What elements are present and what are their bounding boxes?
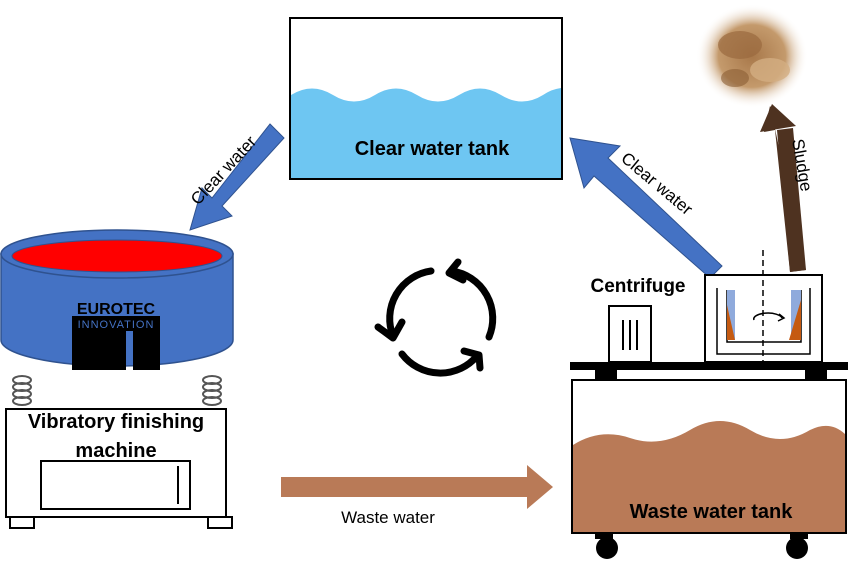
waste-water-tank: Waste water tank [571, 379, 847, 559]
clear-water-arrow-left: Clear water [187, 123, 285, 231]
svg-text:INNOVATION: INNOVATION [78, 319, 155, 331]
centrifuge: Centrifuge [570, 250, 848, 381]
wheel-right [786, 537, 808, 559]
clear-water-arrow-right: Clear water [569, 137, 723, 279]
centrifuge-label: Centrifuge [591, 276, 686, 297]
sludge-arrow: Sludge [760, 104, 816, 272]
waste-water-tank-label: Waste water tank [630, 501, 794, 523]
vibratory-finishing-machine: EUROTEC INNOVATION Vibratory finishing m… [0, 229, 234, 529]
waste-water-arrow: Waste water [281, 465, 553, 527]
clear-water-tank: Clear water tank [289, 17, 563, 180]
clear-water-tank-label: Clear water tank [355, 138, 510, 160]
sludge-pile-image [696, 4, 808, 108]
wheel-left [596, 537, 618, 559]
eurotec-logo: EUROTEC INNOVATION [72, 301, 160, 370]
spring-right [202, 375, 222, 406]
waste-water-label: Waste water [341, 508, 435, 527]
vibratory-machine-label-line2: machine [75, 440, 156, 462]
spring-left [12, 375, 32, 406]
svg-text:EUROTEC: EUROTEC [77, 301, 156, 318]
recycle-cycle-icon [374, 258, 497, 377]
vibratory-machine-label-line1: Vibratory finishing [28, 411, 204, 433]
